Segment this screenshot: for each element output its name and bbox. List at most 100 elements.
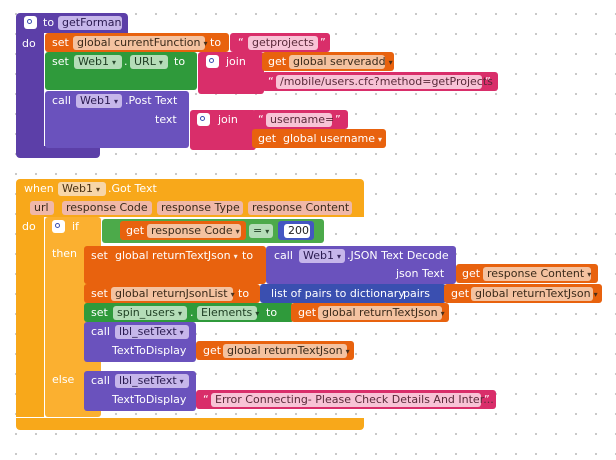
procedure-do-arm: [16, 33, 44, 151]
variable-name: global returnJsonList: [115, 287, 228, 300]
variable-name: global serveradd: [293, 55, 386, 68]
proc-do-label: do: [22, 37, 36, 50]
gear-icon[interactable]: [52, 220, 65, 233]
get-label: get: [258, 132, 277, 145]
variable-dropdown[interactable]: global returnJsonList▾: [111, 287, 235, 301]
variable-name: global currentFunction: [77, 36, 201, 49]
variable-dropdown[interactable]: response Content▾: [483, 267, 591, 281]
get-label: get: [298, 306, 317, 319]
get-label: get: [203, 344, 222, 357]
gear-icon[interactable]: [197, 113, 210, 126]
text-value[interactable]: Error Connecting- Please Check Details A…: [211, 393, 494, 407]
to-label: to: [242, 249, 254, 262]
to-label: to: [266, 306, 278, 319]
proc-name-field[interactable]: getForman: [58, 16, 122, 30]
get-username-block[interactable]: [252, 129, 386, 148]
variable-name: global returnTextJson: [115, 249, 231, 262]
component-name: Web1: [78, 55, 109, 68]
dropdown-arrow-icon: ▾: [388, 58, 393, 67]
dropdown-arrow-icon: ▾: [593, 290, 598, 299]
param-label: TextToDisplay: [112, 393, 187, 406]
event-param-url[interactable]: url: [30, 201, 54, 215]
dot-label: .: [124, 55, 128, 68]
set-label: set: [91, 306, 108, 319]
event-name-label: .Got Text: [108, 182, 157, 195]
open-quote-icon: “: [268, 75, 274, 88]
variable-dropdown[interactable]: response Code▾: [147, 224, 241, 238]
procedure-dropdown[interactable]: lbl_setText▾: [115, 374, 189, 388]
variable-name: global returnTextJson: [322, 306, 438, 319]
variable-dropdown[interactable]: global returnTextJson▾: [223, 344, 350, 358]
join-label: join: [218, 113, 238, 126]
component-dropdown[interactable]: Web1▾: [58, 182, 106, 196]
close-quote-icon: ”: [335, 113, 341, 126]
if-label: if: [72, 220, 79, 233]
component-dropdown[interactable]: Web1▾: [299, 249, 345, 263]
dropdown-arrow-icon: ▾: [265, 227, 270, 236]
variable-name: response Content: [487, 267, 585, 280]
component-dropdown[interactable]: Web1▾: [74, 55, 122, 69]
dropdown-arrow-icon: ▾: [440, 309, 445, 318]
variable-dropdown[interactable]: global username▾: [279, 132, 382, 146]
param-text-label: text: [155, 113, 177, 126]
event-do-label: do: [22, 220, 36, 233]
property-dropdown[interactable]: URL▾: [130, 55, 168, 69]
method-label: .JSON Text Decode: [347, 249, 449, 262]
set-label: set: [91, 287, 108, 300]
event-param-response-code[interactable]: response Code: [62, 201, 152, 215]
dropdown-arrow-icon: ▾: [177, 309, 182, 318]
gear-icon[interactable]: [24, 16, 37, 29]
number-value[interactable]: 200: [284, 224, 310, 238]
variable-name: global username: [283, 132, 376, 145]
text-value[interactable]: /mobile/users.cfc?method=getProjects: [276, 75, 493, 89]
list-to-dictionary-label: list of pairs to dictionary: [271, 287, 405, 300]
dropdown-arrow-icon: ▾: [235, 227, 240, 236]
operator-symbol: =: [253, 224, 263, 237]
event-param-response-type[interactable]: response Type: [157, 201, 243, 215]
dropdown-arrow-icon: ▾: [179, 377, 184, 386]
param-label: TextToDisplay: [112, 344, 187, 357]
variable-dropdown[interactable]: global serveradd▾: [289, 55, 393, 69]
component-name: spin_users: [117, 306, 175, 319]
text-value[interactable]: username=: [266, 113, 334, 127]
operator-dropdown[interactable]: =▾: [249, 224, 273, 238]
procedure-name: lbl_setText: [119, 374, 177, 387]
property-name: Elements: [201, 306, 253, 319]
get-label: get: [126, 224, 145, 237]
variable-dropdown[interactable]: global returnTextJson▾: [318, 306, 445, 320]
open-quote-icon: “: [258, 113, 264, 126]
dropdown-arrow-icon: ▾: [111, 58, 116, 67]
set-returntextjson-block[interactable]: [84, 246, 266, 284]
list-to-dictionary-block[interactable]: [260, 284, 446, 303]
dropdown-arrow-icon: ▾: [203, 39, 208, 48]
component-name: Web1: [80, 94, 111, 107]
event-do-arm: [16, 217, 44, 417]
call-json-decode-block[interactable]: [266, 246, 456, 284]
procedure-dropdown[interactable]: lbl_setText▾: [115, 325, 189, 339]
variable-name: global returnTextJson: [227, 344, 343, 357]
open-quote-icon: “: [203, 393, 209, 406]
open-quote-icon: “: [238, 36, 244, 49]
dropdown-arrow-icon: ▾: [230, 290, 235, 299]
dropdown-arrow-icon: ▾: [113, 97, 118, 106]
event-param-response-content[interactable]: response Content: [248, 201, 352, 215]
gear-icon[interactable]: [206, 55, 219, 68]
property-dropdown[interactable]: Elements▾: [197, 306, 259, 320]
to-label: to: [238, 287, 250, 300]
component-dropdown[interactable]: Web1▾: [76, 94, 122, 108]
text-value[interactable]: getprojects: [248, 36, 318, 50]
set-label: set: [52, 55, 69, 68]
join-label: join: [226, 55, 246, 68]
component-name: Web1: [303, 249, 334, 262]
call-label: call: [91, 374, 110, 387]
to-label: to: [174, 55, 186, 68]
close-quote-icon: ”: [485, 75, 491, 88]
close-quote-icon: ”: [484, 393, 490, 406]
variable-dropdown[interactable]: global currentFunction▾: [73, 36, 208, 50]
variable-dropdown[interactable]: global returnTextJson▾: [471, 287, 598, 301]
variable-dropdown[interactable]: global returnTextJson▾: [111, 249, 238, 263]
component-dropdown[interactable]: spin_users▾: [113, 306, 187, 320]
get-label: get: [268, 55, 287, 68]
variable-name: global returnTextJson: [475, 287, 591, 300]
proc-to-label: to: [43, 16, 55, 29]
